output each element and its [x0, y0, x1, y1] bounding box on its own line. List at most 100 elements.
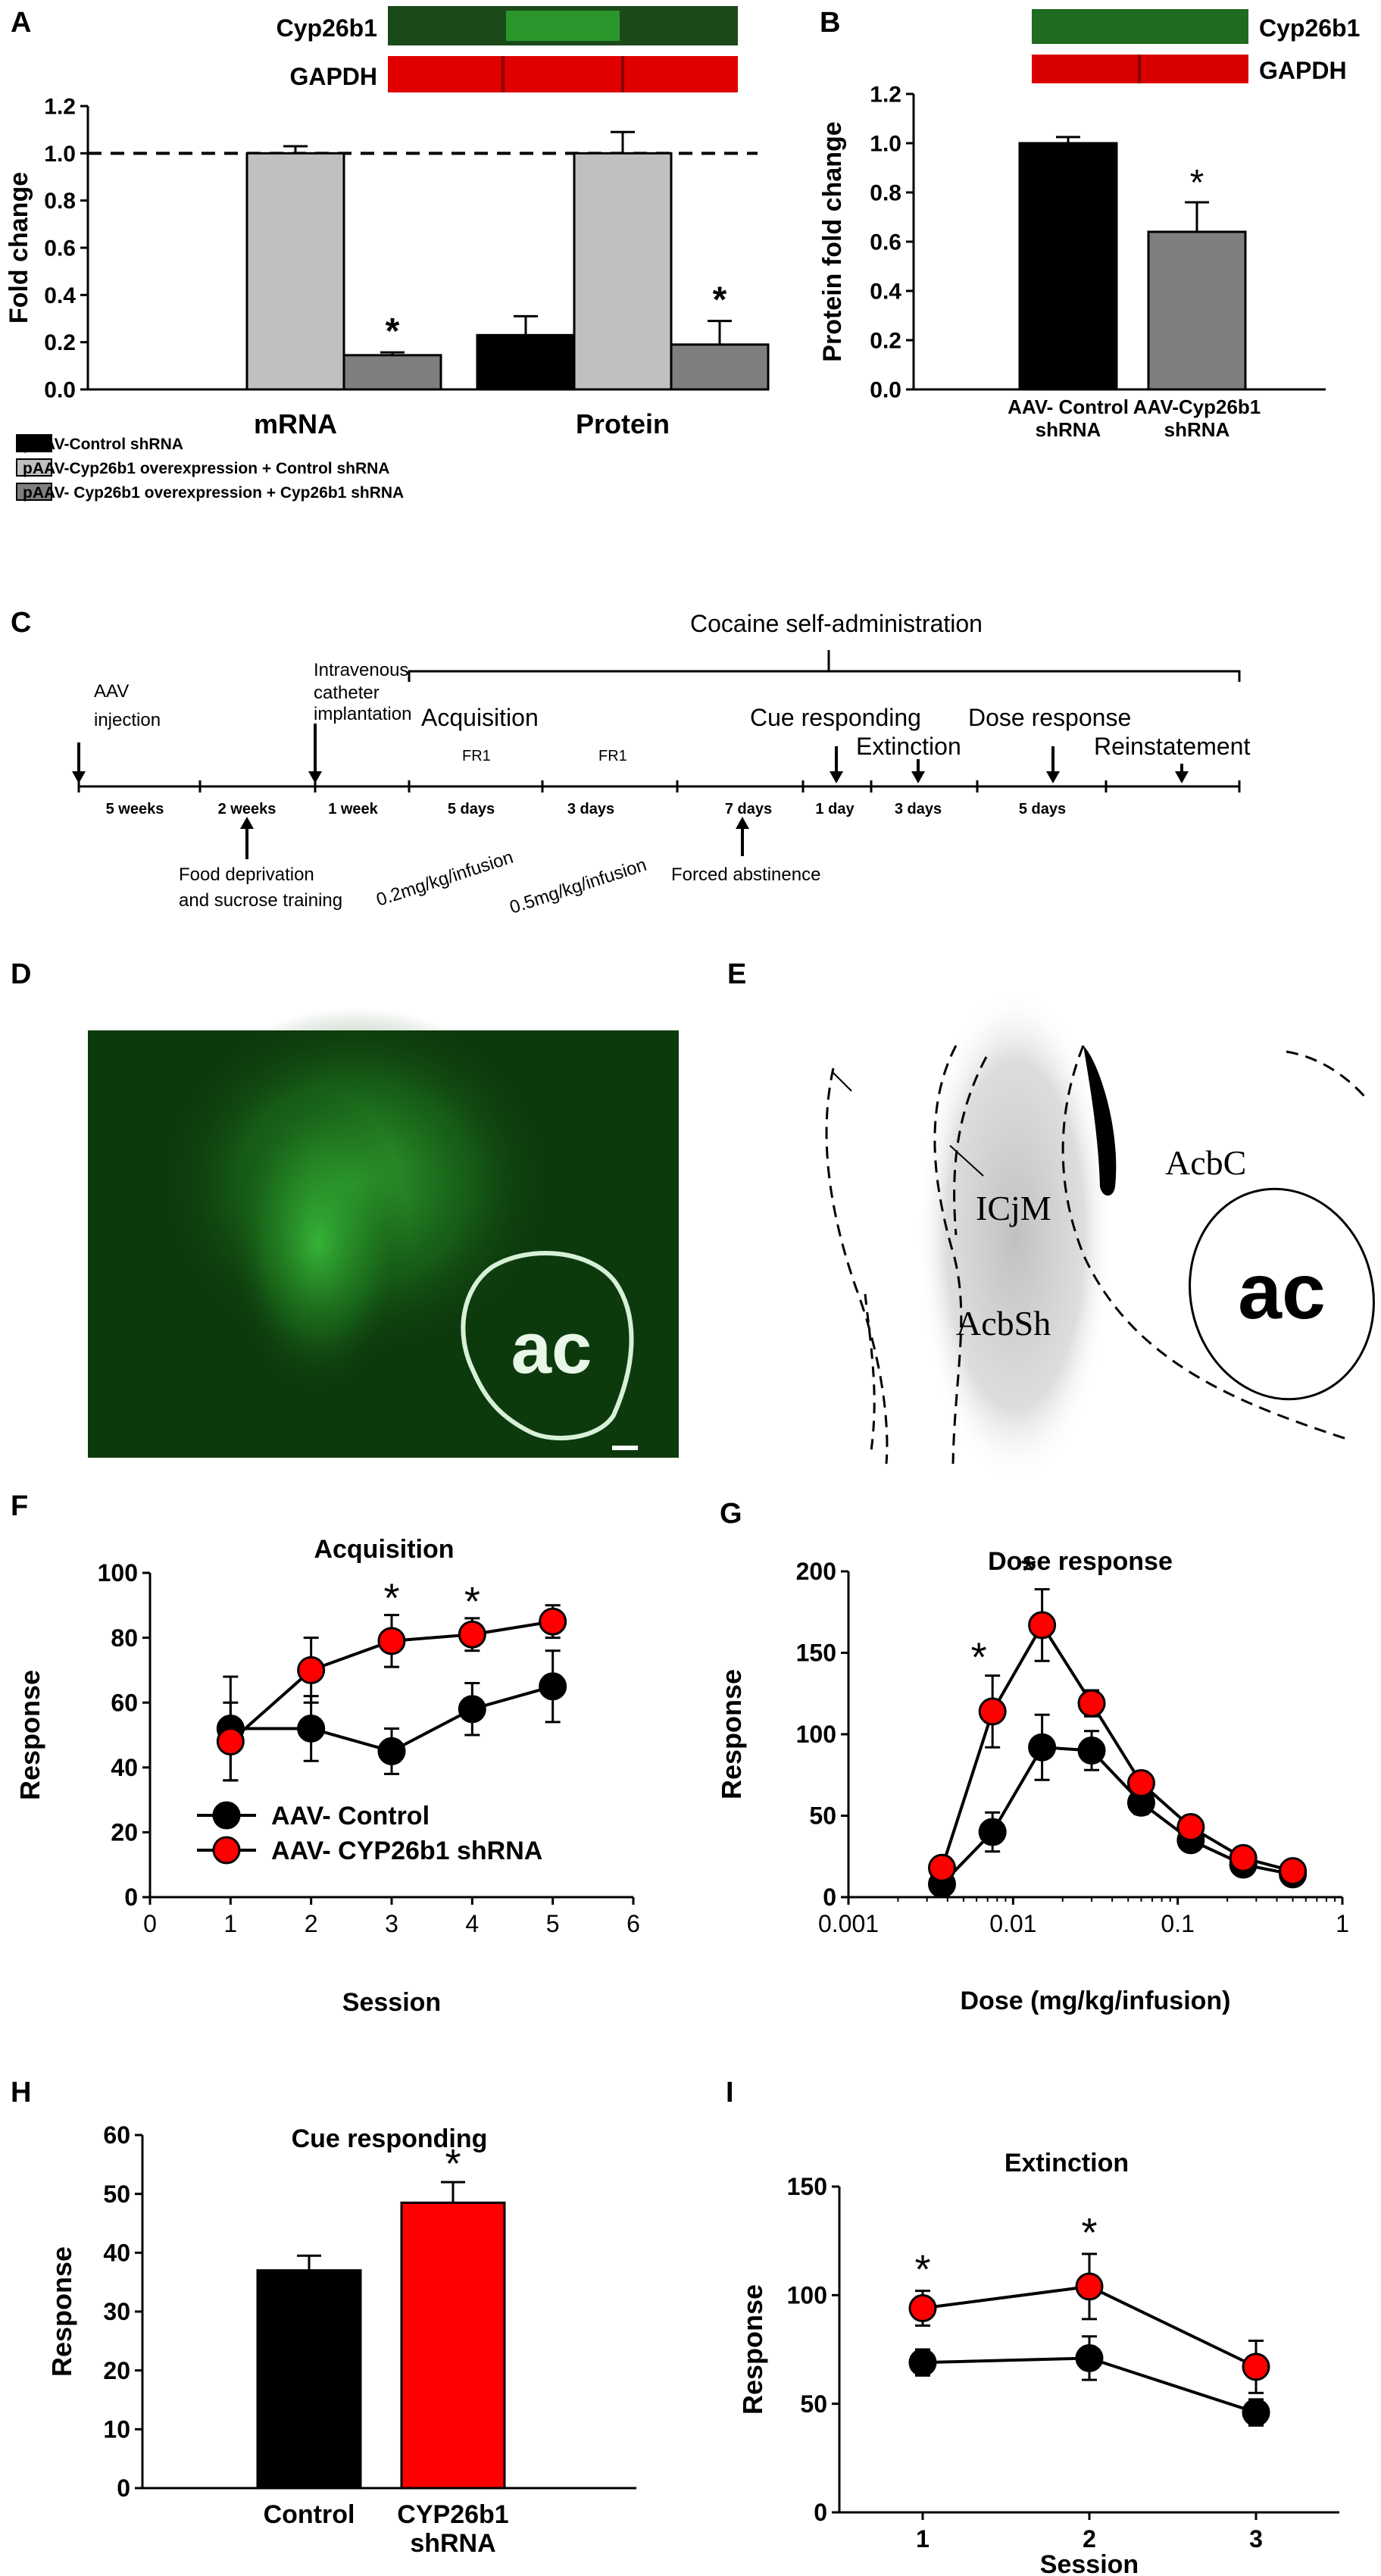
legend-label: AAV- Control	[271, 1802, 430, 1830]
y-tick-label: 80	[111, 1624, 138, 1652]
significance-marker: *	[1020, 1549, 1036, 1594]
x-category-label: AAV- Control	[1008, 395, 1129, 418]
timeline-duration: 5 days	[1019, 801, 1066, 818]
blot-a-gapdh-label: GAPDH	[289, 63, 377, 90]
chart-title: Extinction	[1005, 2149, 1129, 2177]
timeline-bracket	[408, 670, 1241, 682]
x-category-label: shRNA	[1164, 418, 1230, 441]
bar	[1147, 230, 1247, 391]
timeline-event-label: AAV	[94, 681, 129, 702]
y-tick-label: 0	[124, 1884, 138, 1911]
data-point	[908, 2294, 937, 2323]
significance-marker: *	[386, 311, 400, 352]
y-tick-label: 0.0	[870, 378, 901, 403]
y-tick-label: 40	[111, 1754, 138, 1781]
timeline-duration: 1 day	[815, 801, 855, 818]
histology-expression-core	[227, 1091, 409, 1394]
atlas-ventricle	[1083, 1046, 1117, 1196]
data-point	[1176, 1813, 1205, 1842]
scale-bar	[612, 1446, 638, 1450]
data-point	[1229, 1843, 1258, 1872]
y-tick-label: 0.4	[870, 280, 901, 305]
x-axis-label: Session	[1040, 2550, 1139, 2576]
x-category-label: shRNA	[1036, 418, 1101, 441]
x-tick-label: 3	[1249, 2525, 1263, 2553]
significance-marker: *	[445, 2141, 461, 2187]
bar	[573, 152, 673, 391]
y-tick-label: 0.8	[44, 189, 76, 214]
timeline-duration: 3 days	[895, 801, 942, 818]
panel-a-blot: Cyp26b1 GAPDH	[277, 6, 738, 92]
atlas-boundary-4	[1061, 1045, 1349, 1441]
atlas-shell-shading	[917, 985, 1114, 1485]
y-axis-label: Response	[14, 1670, 45, 1800]
y-tick-label: 100	[787, 2282, 827, 2309]
x-tick-label: 0.01	[989, 1910, 1036, 1937]
y-axis-label: Response	[716, 1669, 747, 1799]
x-category-label: Control	[264, 2500, 355, 2529]
x-tick-label: 0.1	[1161, 1910, 1194, 1937]
y-tick-label: 0.4	[44, 283, 76, 308]
panel-d-histology: ac	[88, 1008, 679, 1458]
bar	[476, 333, 576, 391]
data-point	[1242, 2352, 1270, 2381]
panel-letter-f: F	[11, 1490, 28, 1522]
panel-letter-e: E	[727, 958, 746, 990]
data-point	[1242, 2398, 1270, 2427]
x-category-label: CYP26b1	[397, 2500, 508, 2529]
atlas-pointer-1	[833, 1072, 852, 1092]
x-category-label: shRNA	[410, 2529, 495, 2558]
panel-letter-d: D	[11, 958, 31, 990]
panel-c-timeline: Cocaine self-administrationAAVinjectionI…	[72, 610, 1250, 918]
data-point	[297, 1714, 326, 1743]
x-category-label: Protein	[576, 408, 670, 439]
timeline-arrowhead	[911, 771, 925, 783]
legend-marker	[212, 1801, 241, 1830]
timeline-event-label: Acquisition	[421, 704, 539, 731]
x-axis-label: Dose (mg/kg/infusion)	[961, 1987, 1231, 2015]
data-point	[978, 1818, 1007, 1846]
y-tick-label: 200	[796, 1558, 836, 1585]
legend-label: pAAV- Cyp26b1 overexpression + Cyp26b1 s…	[23, 484, 404, 502]
bar	[256, 2269, 362, 2490]
y-tick-label: 0	[117, 2474, 130, 2502]
timeline-fr: FR1	[462, 748, 491, 764]
panel-letter-b: B	[820, 7, 840, 39]
data-point	[927, 1853, 956, 1882]
timeline-below-label: Forced abstinence	[671, 864, 820, 885]
y-tick-label: 1.2	[44, 95, 76, 120]
atlas-boundary-6	[864, 1293, 876, 1452]
x-tick-label: 1	[1336, 1910, 1349, 1937]
bar	[245, 152, 345, 391]
timeline-duration: 2 weeks	[218, 801, 277, 818]
x-tick-label: 2	[1083, 2525, 1096, 2553]
significance-marker: *	[1190, 163, 1204, 203]
x-category-label: mRNA	[254, 408, 337, 439]
panel-letter-a: A	[11, 7, 31, 39]
atlas-label-acbc: AcbC	[1165, 1143, 1246, 1182]
atlas-label-icjm: ICjM	[976, 1189, 1051, 1227]
timeline-event-label: Reinstatement	[1094, 733, 1250, 760]
y-tick-label: 0.2	[870, 329, 901, 354]
y-tick-label: 30	[103, 2298, 130, 2325]
atlas-ac-outline	[1189, 1187, 1375, 1401]
ac-outline	[461, 1251, 634, 1441]
y-tick-label: 20	[103, 2357, 130, 2384]
y-tick-label: 0.0	[44, 378, 76, 403]
data-point	[539, 1672, 567, 1701]
timeline-duration: 3 days	[567, 801, 614, 818]
y-tick-label: 50	[800, 2390, 827, 2418]
y-axis-label: Fold change	[5, 172, 33, 324]
panel-letter-g: G	[720, 1498, 742, 1530]
data-point	[458, 1695, 486, 1724]
timeline-event-label: Intravenous	[314, 660, 408, 680]
data-point	[1075, 2272, 1104, 2301]
y-tick-label: 0.6	[870, 230, 901, 255]
timeline-duration: 7 days	[725, 801, 772, 818]
y-tick-label: 0.2	[44, 330, 76, 355]
y-tick-label: 0.8	[870, 181, 901, 206]
